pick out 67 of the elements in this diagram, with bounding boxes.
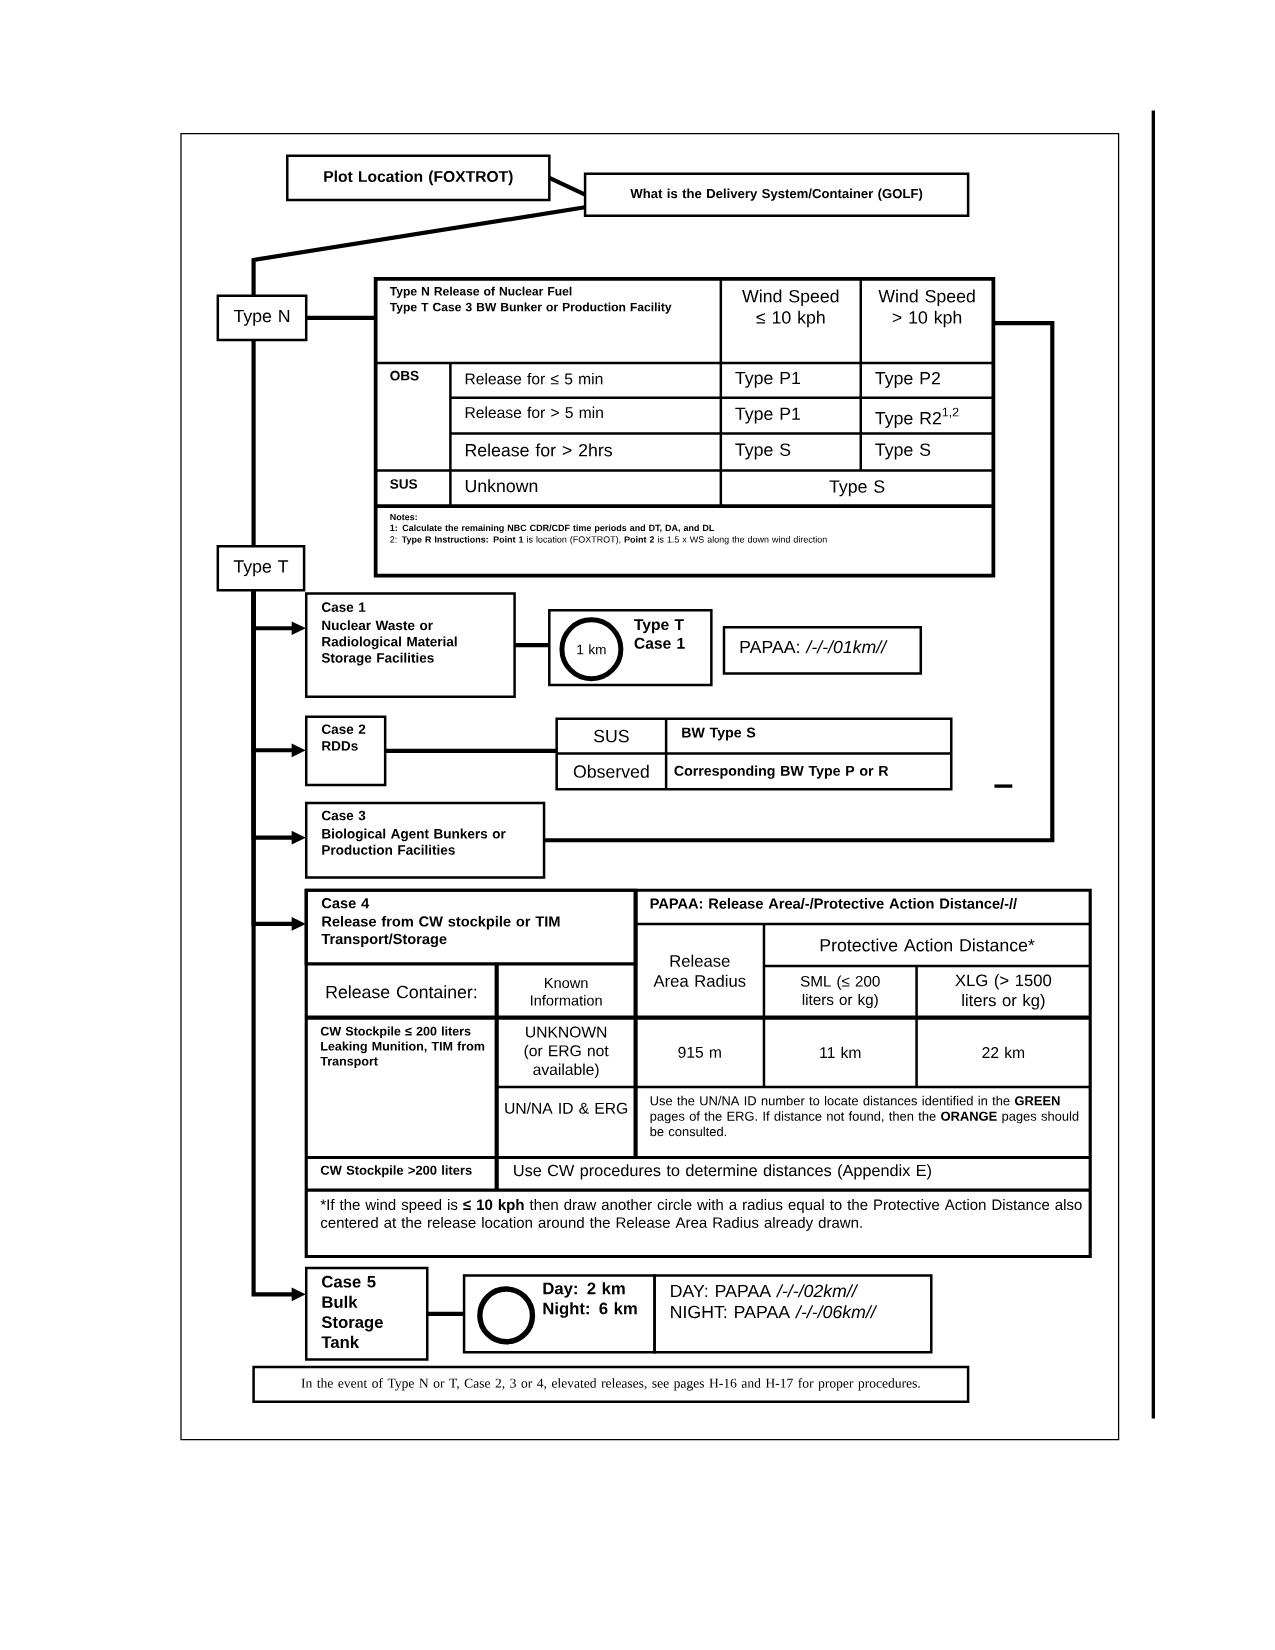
cell-text: SUS: [593, 729, 629, 743]
cell-text: CW Stockpile >200 liters: [320, 1165, 472, 1178]
cell-text: Unknown: [465, 479, 537, 493]
connector-line: [548, 175, 586, 197]
connector-line: [251, 205, 586, 296]
cell-text: Type N Release of Nuclear Fuel: [389, 286, 572, 298]
cell-text: SUS: [389, 479, 417, 489]
cell-text: Wind Speed > 10 kph: [878, 289, 975, 328]
connector-line: [514, 643, 550, 648]
connector-line: [427, 1311, 464, 1316]
connector-line: [251, 339, 256, 547]
cell-text: OBS: [390, 370, 419, 381]
table: [555, 717, 953, 791]
cell-text: SML (≤ 200 liters or kg): [800, 975, 880, 1009]
result-box: PAPAA: /-/-/01km//: [722, 625, 922, 675]
process-box: Plot Location (FOXTROT): [285, 154, 551, 202]
cell-text: Protective Action Distance*: [820, 938, 1035, 952]
table: [373, 276, 996, 578]
cell-text: Type P1: [735, 371, 800, 388]
result-box: 1 km Type T Case 1: [547, 609, 713, 687]
radius-circle: [476, 1286, 535, 1345]
note-box: In the event of Type N or T, Case 2, 3 or 4, elevated releases, see pages H-16 and H-17 for proper procedures.: [252, 1365, 970, 1403]
cell-text: Observed: [573, 764, 649, 778]
cell-text: PAPAA: Release Area/-/Protective Action Distance/-//: [650, 898, 1017, 909]
cell-text: Known Information: [530, 977, 602, 1006]
cell-text: 915 m: [678, 1046, 721, 1058]
cell-text: Type P2: [875, 371, 940, 388]
process-box: Case 4 Release from CW stockpile or TIM Transport/Storage: [304, 888, 637, 966]
cell-text: UN/NA ID & ERG: [505, 1102, 627, 1114]
cell-text: Type R2$^{1,2}$: [875, 407, 959, 428]
process-box: What is the Delivery System/Container (GOLF): [583, 172, 970, 217]
process-box: Type T: [216, 544, 306, 592]
cell-text: Use the UN/NA ID number to locate distances identified in the GREEN pages of the ERG. If distance not found, then the ORANGE pages should be consulted.: [650, 1095, 1079, 1137]
cell-text: UNKNOWN (or ERG not available): [524, 1026, 609, 1079]
cell-text: Corresponding BW Type P or R: [674, 765, 889, 779]
cell-text: Type S: [875, 443, 930, 460]
cell-text: Release for ≤ 5 min: [465, 372, 603, 385]
connector-line: [385, 748, 557, 753]
process-box: Type N: [216, 294, 308, 342]
connector-line: [543, 320, 1055, 843]
cell-text: 1: Calculate the remaining NBC CDR/CDF time periods and DT, DA, and DL: [390, 524, 714, 533]
cell-text: Type S: [735, 443, 791, 460]
cell-text: Release Area Radius: [653, 954, 746, 987]
cell-text: CW Stockpile ≤ 200 liters Leaking Munition, TIM from Transport: [320, 1026, 484, 1069]
cell-text: *If the wind speed is ≤ 10 kph then draw another circle with a radius equal to the Protective Action Distance also centered at the release location around the Release Area Radius already drawn.: [320, 1199, 1082, 1231]
cell-text: 11 km: [820, 1046, 861, 1058]
result-box: Day: 2 km Night: 6 km: [462, 1274, 656, 1354]
cell-text: 22 km: [982, 1046, 1024, 1058]
cell-text: Notes:: [390, 513, 417, 521]
process-box: Case 2 RDDs: [304, 715, 387, 787]
result-box: DAY: PAPAA /-/-/02km// NIGHT: PAPAA /-/-/06km//: [653, 1274, 933, 1354]
cell-text: 2: Type R Instructions: Point 1 is location (FOXTROT), Point 2 is 1.5 x WS along the down wind direction: [390, 536, 827, 545]
cell-text: XLG (> 1500 liters or kg): [955, 974, 1051, 1010]
cell-text: Type T Case 3 BW Bunker or Production Facility: [389, 302, 672, 314]
process-box: Case 1 Nuclear Waste or Radiological Material Storage Facilities: [304, 592, 516, 698]
cell-text: Release for > 2hrs: [465, 443, 612, 457]
table: [304, 888, 1092, 1258]
cell-text: BW Type S: [682, 727, 756, 741]
process-box: Case 3 Biological Agent Bunkers or Production Facilities: [304, 801, 546, 879]
cell-text: Type S: [829, 480, 885, 497]
cell-text: Release for > 5 min: [465, 406, 603, 419]
connector-line: [306, 315, 376, 320]
process-box: Case 5 Bulk Storage Tank: [304, 1266, 429, 1361]
cell-text: Release Container:: [326, 985, 476, 999]
cell-text: Type P1: [735, 407, 800, 424]
cell-text: Use CW procedures to determine distances (Appendix E): [513, 1164, 931, 1180]
cell-text: Wind Speed ≤ 10 kph: [741, 289, 839, 328]
